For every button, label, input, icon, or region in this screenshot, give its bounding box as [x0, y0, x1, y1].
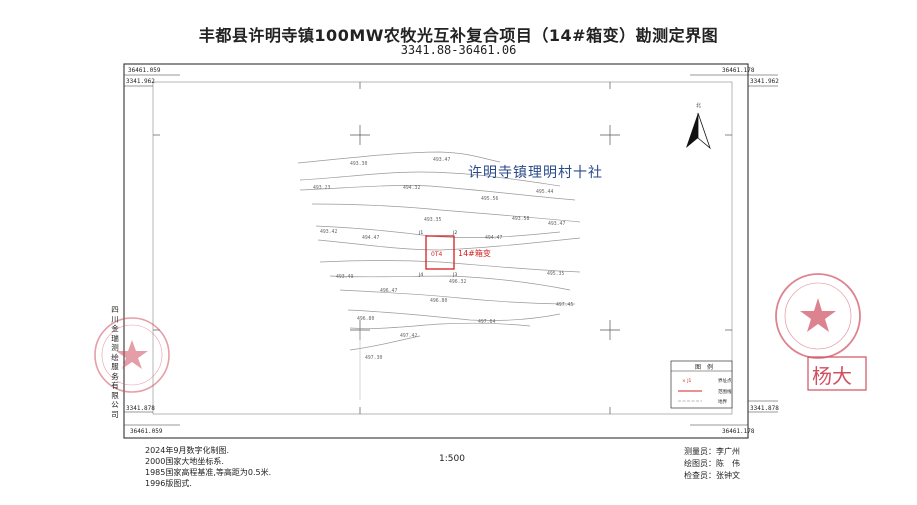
elevation-label: 497.64 [478, 319, 495, 325]
elevation-label: 493.35 [424, 217, 441, 223]
elevation-label: 496.80 [430, 298, 447, 304]
company-stamp-right [775, 273, 861, 359]
contour-lines [297, 151, 581, 351]
footer-note: 1996版图式. [145, 479, 192, 488]
elevation-label: 495.35 [547, 271, 564, 277]
surveyor: 测量员：李广州 [684, 447, 740, 456]
north-label: 北 [696, 102, 701, 109]
corner-label: J3 [452, 272, 457, 278]
checker: 检查员：张钟文 [684, 471, 740, 480]
drafter: 绘图员：陈 伟 [684, 459, 740, 468]
coord-right-top-y: 3341.962 [750, 78, 779, 85]
signature-stamp: 杨大 [807, 356, 867, 391]
grid-crosses [153, 82, 732, 414]
footer-note: 2024年9月数字化制图. [145, 446, 229, 455]
coord-right-bottom-y: 3341.878 [750, 405, 779, 412]
coord-bottom-left-x: 36461.059 [130, 428, 163, 435]
company-name: 四川金瑞测绘服务有限公司 [111, 305, 119, 419]
coord-left-top-y: 3341.962 [126, 78, 155, 85]
north-arrow-icon: 北 [686, 102, 711, 150]
corner-label: J1 [418, 230, 423, 236]
elevation-label: 496.47 [380, 288, 397, 294]
elevation-label: 493.49 [336, 274, 353, 280]
outer-frame [123, 63, 749, 439]
elevation-label: 493.42 [320, 229, 337, 235]
parcel-id: 0T4 [431, 251, 442, 258]
village-label: 许明寺镇理明村十社 [468, 165, 603, 181]
parcel-label: 14#箱变 [458, 248, 491, 258]
elevation-label: 493.47 [433, 157, 450, 163]
elevation-label: 496.80 [357, 316, 374, 322]
elevation-label: 497.45 [556, 302, 573, 308]
legend-sample: × J1 [682, 378, 692, 384]
elevation-label: 493.30 [350, 161, 367, 167]
legend-label: 地界 [718, 398, 727, 405]
coord-bottom-right-x: 36461.178 [722, 428, 755, 435]
inner-frame [152, 81, 733, 415]
elevation-label: 496.32 [449, 279, 466, 285]
corner-label: J4 [418, 272, 423, 278]
coord-top-left-x: 36461.059 [128, 67, 161, 74]
elevation-label: 497.42 [400, 333, 417, 339]
elevation-label: 493.58 [512, 216, 529, 222]
footer-note: 2000国家大地坐标系. [145, 457, 224, 466]
legend-label: 范围线 [718, 388, 732, 395]
corner-label: J2 [452, 230, 457, 236]
map-scale: 1:500 [439, 454, 465, 464]
elevation-label: 494.47 [362, 235, 379, 241]
map-title: 丰都县许明寺镇100MW农牧光互补复合项目（14#箱变）勘测定界图 [198, 26, 719, 45]
elevation-label: 497.30 [365, 355, 382, 361]
elevation-label: 495.44 [536, 189, 553, 195]
signature-text: 杨大 [812, 364, 852, 388]
elevation-label: 493.47 [548, 221, 565, 227]
company-stamp-left [94, 317, 170, 393]
elevation-label: 494.32 [403, 185, 420, 191]
elevation-label: 493.23 [313, 185, 330, 191]
coord-left-bottom-y: 3341.878 [126, 405, 155, 412]
footer-note: 1985国家高程基准,等高距为0.5米. [145, 468, 272, 477]
elevation-label: 495.56 [481, 196, 498, 202]
elevation-label: 494.47 [485, 235, 502, 241]
coord-top-right-x: 36461.178 [722, 67, 755, 74]
map-subtitle: 3341.88-36461.06 [400, 43, 517, 57]
parcel-14-box[interactable]: 0T4 14#箱变 J1 J2 J3 J4 [418, 230, 491, 278]
legend-title: 图 例 [695, 363, 713, 371]
legend-label: 界址点 [718, 377, 732, 384]
legend: 图 例 × J1 界址点 范围线 地界 [670, 360, 733, 409]
elevation-labels: 493.30 493.47 493.23 494.32 495.44 495.5… [313, 157, 573, 361]
